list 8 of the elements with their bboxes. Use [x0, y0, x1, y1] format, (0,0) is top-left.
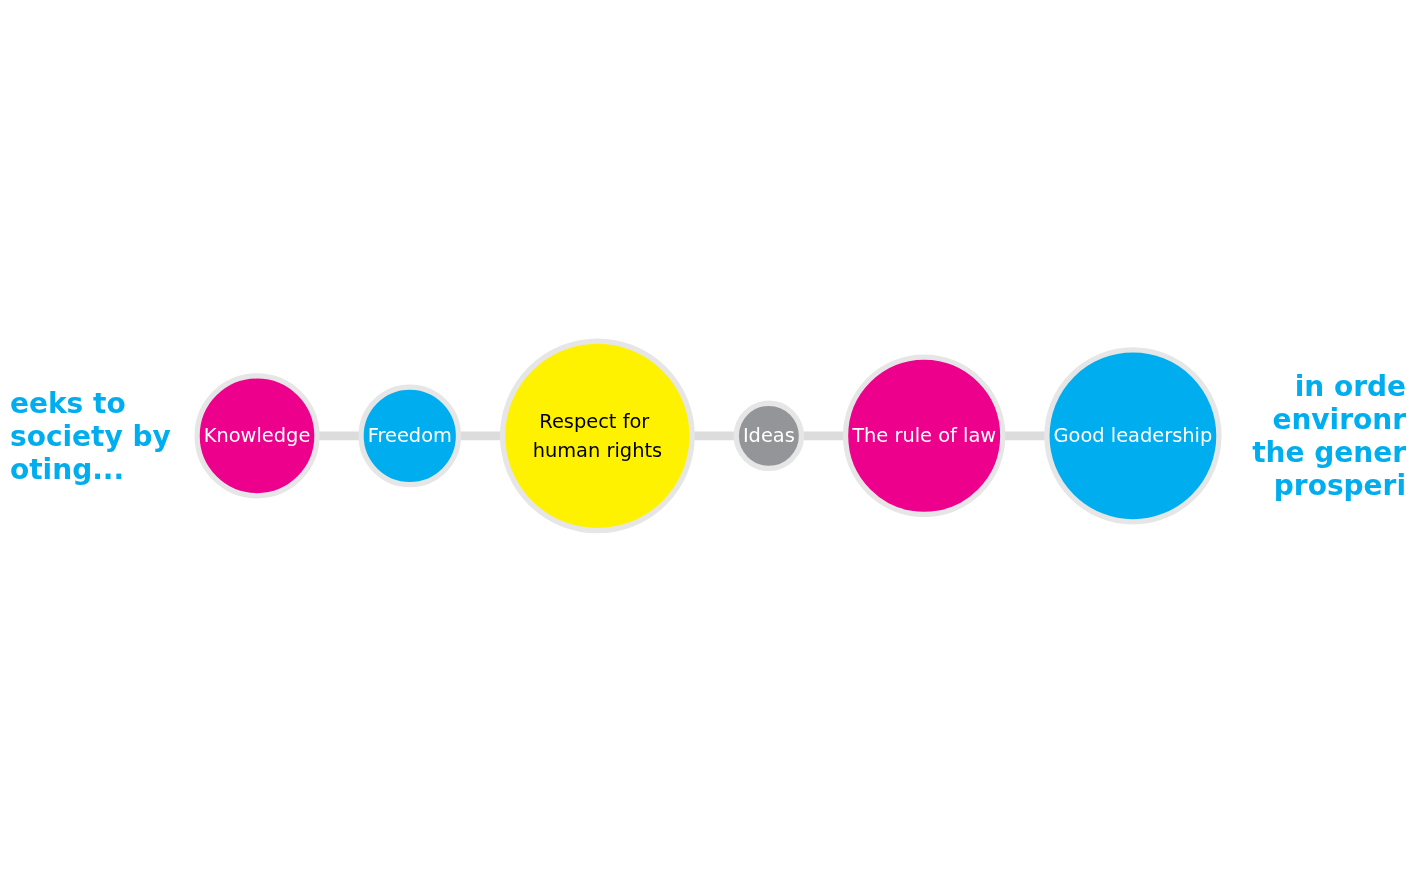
node-circle: Freedom: [358, 384, 462, 488]
node-circle: Ideas: [733, 400, 805, 472]
slogan-text: in orde environr the gener prosperi: [1251, 369, 1407, 504]
node-circle: The rule of law: [842, 354, 1006, 518]
node-circle: Good leadership: [1044, 347, 1222, 525]
slogan-text: eeks to society by oting...: [9, 385, 172, 488]
node-circle: Knowledge: [194, 373, 320, 499]
node-circle: Respect for human rights: [499, 338, 695, 534]
